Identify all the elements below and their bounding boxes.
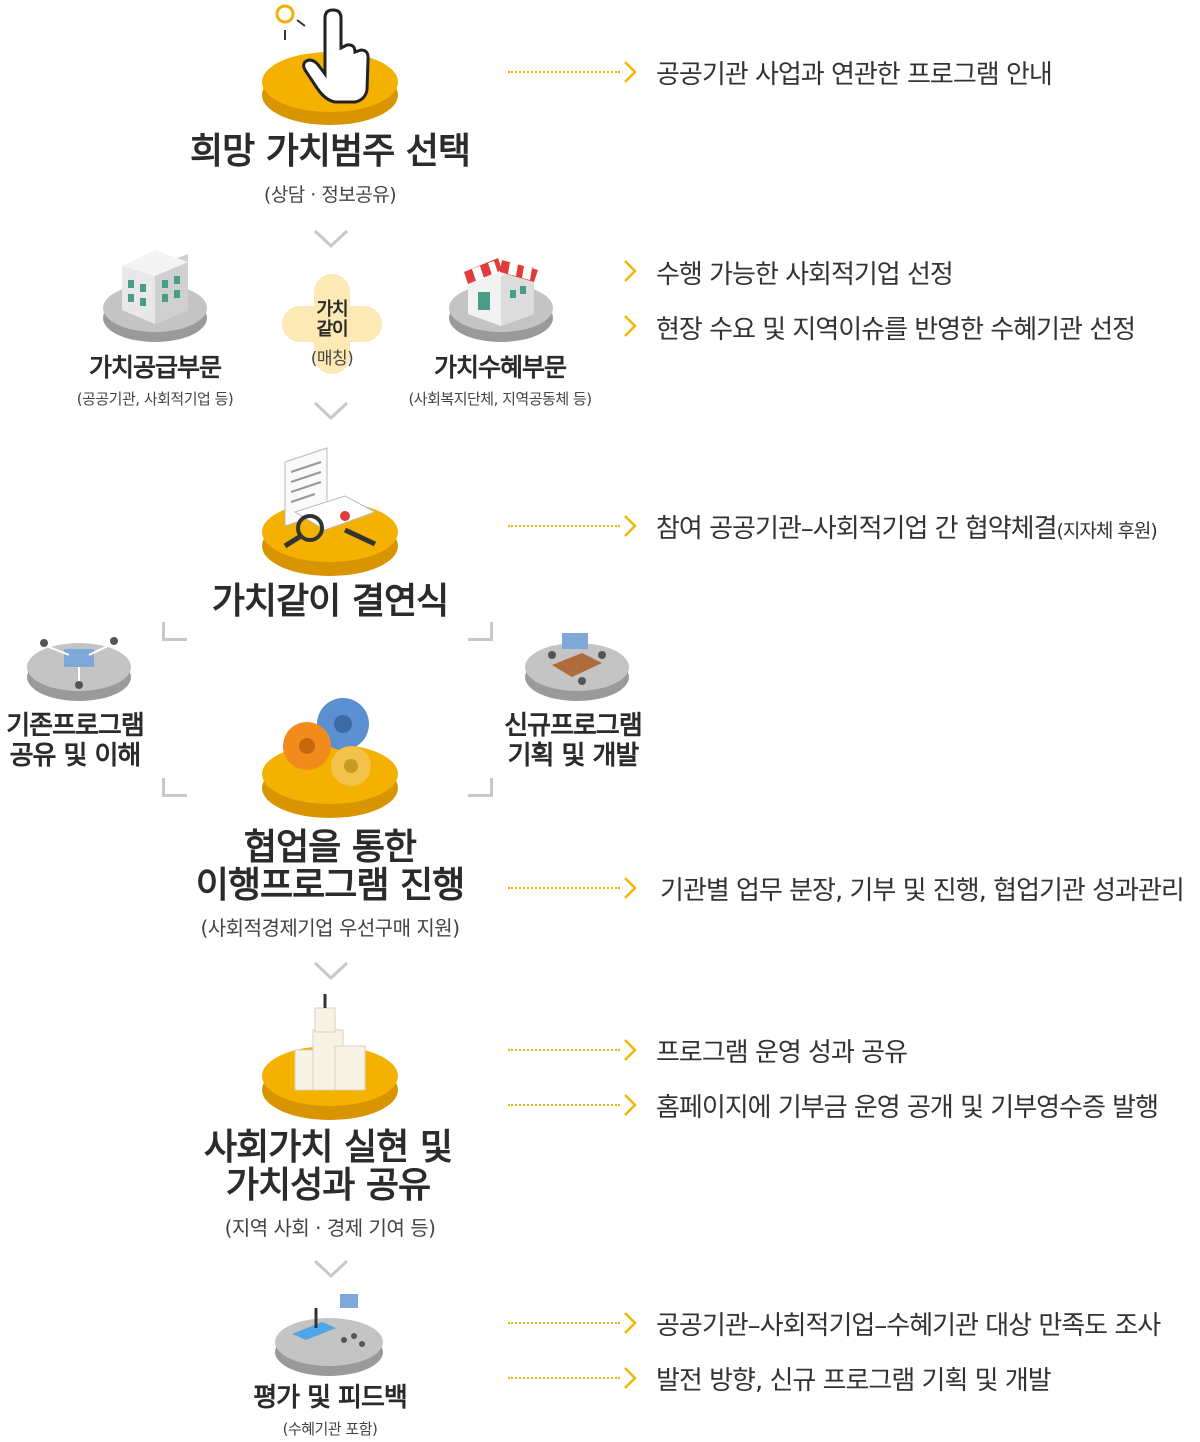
receive-sub: (사회복지단체, 지역공동체 등) xyxy=(408,390,592,408)
dotted-connector xyxy=(508,1104,620,1106)
chevron-right-icon xyxy=(624,1312,637,1334)
supply-sub: (공공기관, 사회적기업 등) xyxy=(76,390,234,408)
hand-pointer-icon xyxy=(262,4,398,125)
step5-sub: (지역 사회 · 경제 기여 등) xyxy=(224,1216,436,1240)
dotted-connector xyxy=(508,1377,620,1379)
gears-icon xyxy=(262,698,398,818)
step4-line2: 이행프로그램 진행 xyxy=(195,865,466,906)
contract-signing-icon xyxy=(262,447,398,576)
desc-3: 참여 공공기관–사회적기업 간 협약체결(지자체 후원) xyxy=(656,508,1158,545)
desc-5a: 프로그램 운영 성과 공유 xyxy=(656,1038,908,1068)
supply-title: 가치공급부문 xyxy=(88,353,222,382)
network-icon xyxy=(27,637,131,701)
desc-5b: 홈페이지에 기부금 운영 공개 및 기부영수증 발행 xyxy=(656,1093,1159,1123)
matching-center-line3: (매칭) xyxy=(310,349,354,369)
frame-corner xyxy=(162,622,187,641)
step6-sub: (수혜기관 포함) xyxy=(282,1420,378,1438)
step3-title: 가치같이 결연식 xyxy=(211,581,449,622)
chevron-down-icon xyxy=(313,961,349,981)
dotted-connector xyxy=(508,71,620,73)
side-left-line2: 공유 및 이해 xyxy=(9,741,142,771)
dotted-connector xyxy=(508,1049,620,1051)
chevron-right-icon xyxy=(624,1367,637,1389)
matching-center-line2: 같이 xyxy=(316,319,348,340)
dotted-connector xyxy=(508,525,620,527)
chevron-right-icon xyxy=(624,315,637,337)
matching-center-line1: 가치 xyxy=(316,299,348,320)
chevron-down-icon xyxy=(313,229,349,249)
frame-corner xyxy=(162,778,187,797)
step5-line1: 사회가치 실현 및 xyxy=(204,1127,453,1168)
desc-6a: 공공기관–사회적기업–수혜기관 대상 만족도 조사 xyxy=(656,1311,1161,1341)
dotted-connector xyxy=(508,887,620,889)
chevron-down-icon xyxy=(313,401,349,421)
desc-3-small: (지자체 후원) xyxy=(1056,520,1158,542)
side-left-line1: 기존프로그램 xyxy=(6,711,145,741)
frame-corner xyxy=(468,622,493,641)
chevron-right-icon xyxy=(624,515,637,537)
chevron-right-icon xyxy=(624,1094,637,1116)
dotted-connector xyxy=(508,1322,620,1324)
step4-line1: 협업을 통한 xyxy=(243,827,417,868)
chevron-down-icon xyxy=(313,1259,349,1279)
step5-line2: 가치성과 공유 xyxy=(225,1165,431,1206)
frame-corner xyxy=(468,778,493,797)
desc-2b: 현장 수요 및 지역이슈를 반영한 수혜기관 선정 xyxy=(656,315,1136,345)
side-right-line1: 신규프로그램 xyxy=(504,711,643,741)
desc-6b: 발전 방향, 신규 프로그램 기획 및 개발 xyxy=(656,1366,1052,1396)
presentation-icon xyxy=(275,1294,383,1376)
receive-title: 가치수혜부문 xyxy=(433,353,567,382)
desc-4: 기관별 업무 분장, 기부 및 진행, 협업기관 성과관리 xyxy=(660,876,1185,906)
podium-icon xyxy=(262,994,398,1120)
desc-2a: 수행 가능한 사회적기업 선정 xyxy=(656,260,954,290)
desc-3-main: 참여 공공기관–사회적기업 간 협약체결 xyxy=(656,514,1058,544)
meeting-table-icon xyxy=(525,633,629,701)
plus-shape-icon xyxy=(282,274,382,374)
shop-icon xyxy=(449,258,553,342)
step1-title: 희망 가치범주 선택 xyxy=(189,131,471,172)
desc-1: 공공기관 사업과 연관한 프로그램 안내 xyxy=(656,60,1053,90)
chevron-right-icon xyxy=(624,61,637,83)
chevron-right-icon xyxy=(624,260,637,282)
office-building-icon xyxy=(103,250,207,342)
chevron-right-icon xyxy=(624,877,637,899)
chevron-right-icon xyxy=(624,1039,637,1061)
step4-sub: (사회적경제기업 우선구매 지원) xyxy=(200,916,460,940)
step6-title: 평가 및 피드백 xyxy=(253,1383,408,1413)
side-right-line2: 기획 및 개발 xyxy=(507,741,640,771)
step1-sub: (상담 · 정보공유) xyxy=(263,184,397,206)
